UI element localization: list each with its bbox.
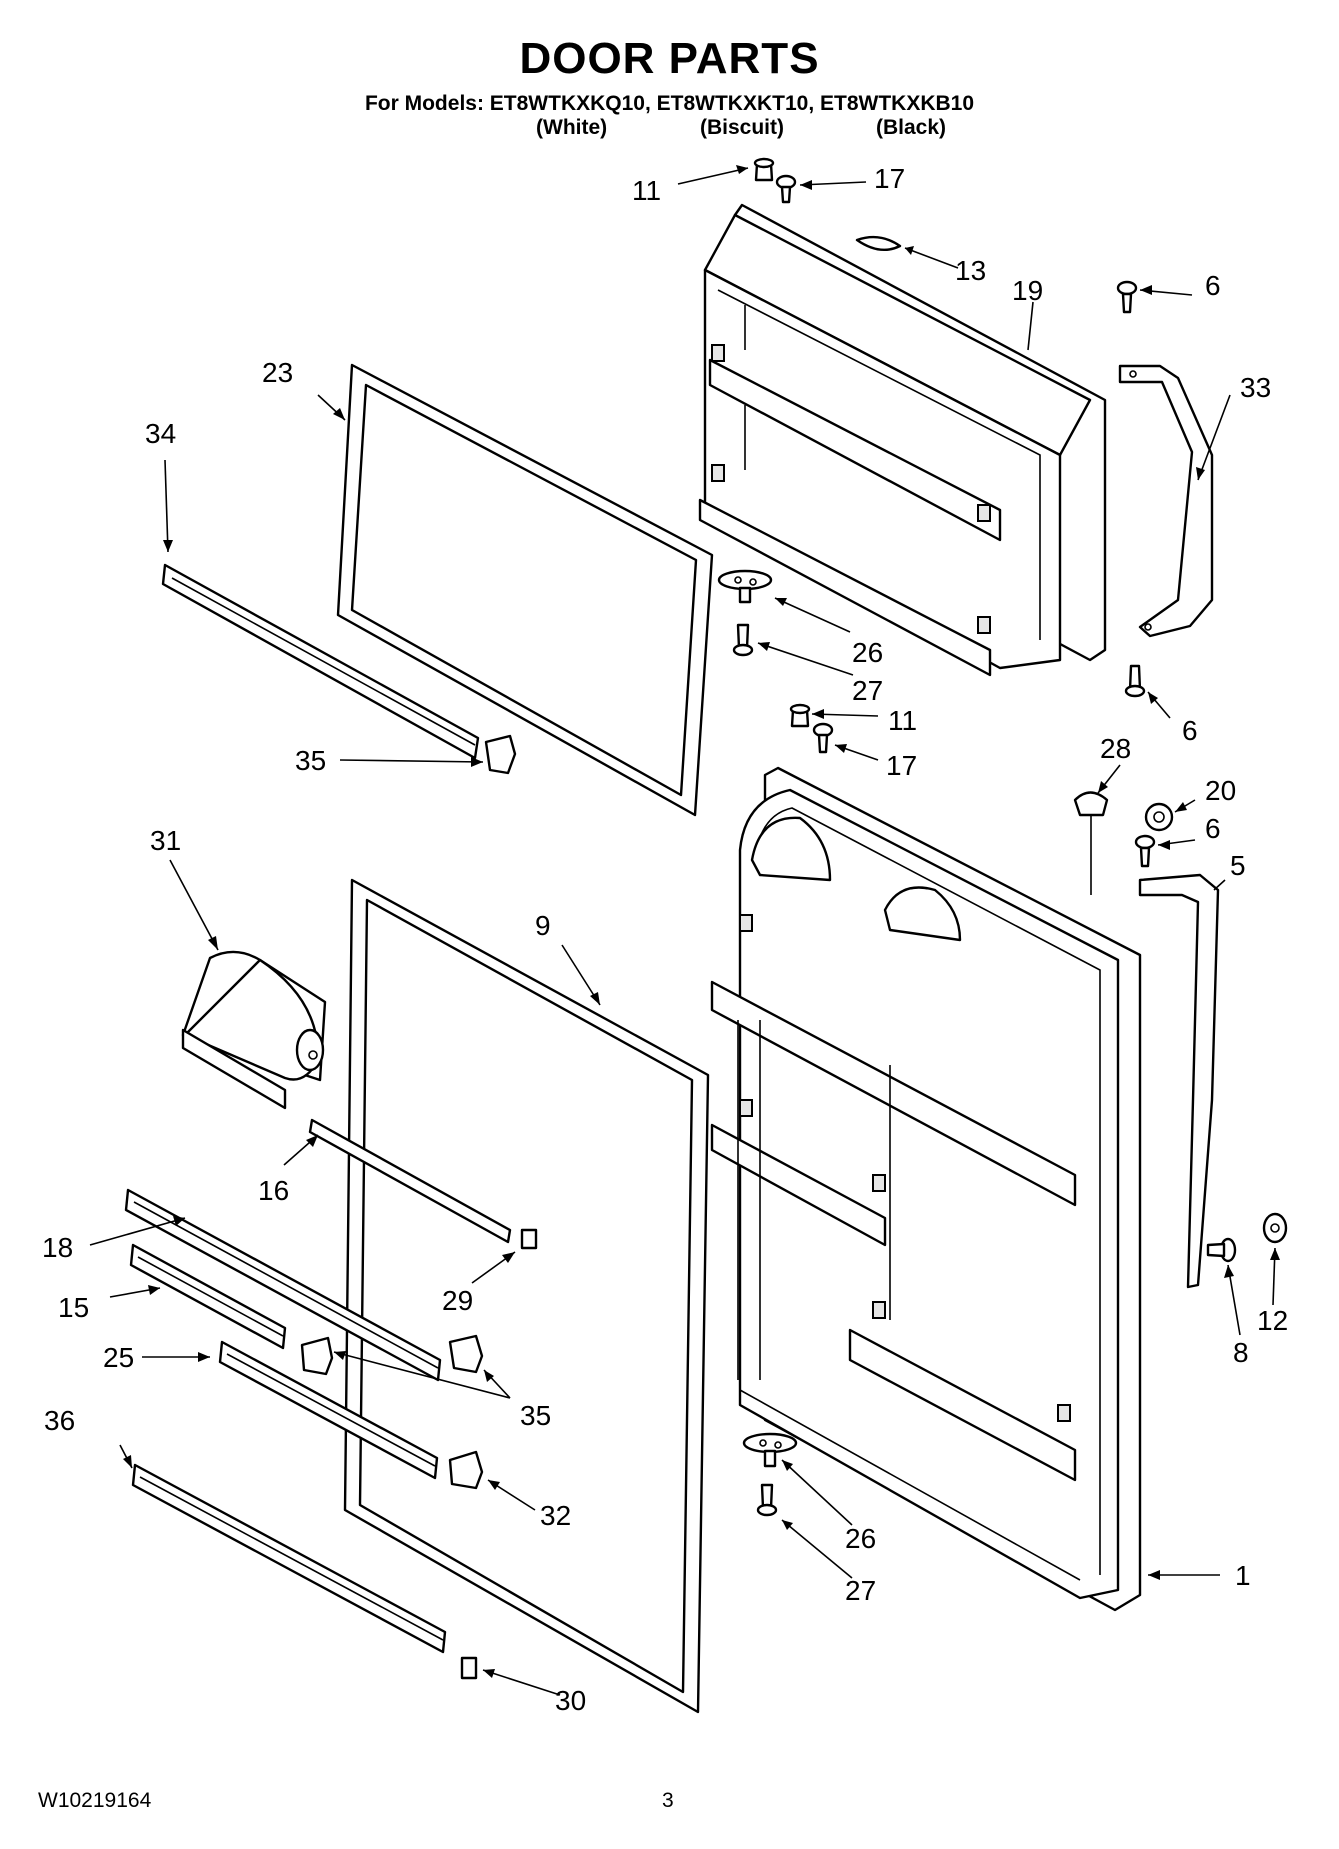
screw-8 (1206, 1237, 1237, 1263)
callout-36: 36 (44, 1405, 75, 1436)
freezer-rail-34 (161, 563, 480, 760)
retainer-32 (448, 1450, 484, 1490)
callout-20: 20 (1205, 775, 1236, 806)
variant-white: (White) (536, 116, 608, 139)
refrigerator-gasket-9 (343, 878, 710, 1714)
callout-17-middle: 17 (886, 750, 917, 781)
screw-17-middle (812, 722, 834, 754)
clip-35-right (448, 1334, 484, 1374)
models-line: For Models: ET8WTKXKQ10, ET8WTKXKT10, ET… (364, 92, 975, 115)
callout-19: 19 (1012, 275, 1043, 306)
screw-6-top (1116, 280, 1138, 314)
screw-27-top (732, 623, 754, 657)
clip-35-left (300, 1336, 334, 1376)
callout-34: 34 (145, 418, 176, 449)
rail-25 (218, 1340, 439, 1480)
callout-17-top: 17 (874, 163, 905, 194)
callout-9: 9 (535, 910, 551, 941)
callout-8: 8 (1233, 1337, 1249, 1368)
dairy-door-31 (181, 950, 327, 1110)
cap-11-top (753, 157, 775, 182)
document-number: W10219164 (38, 1789, 152, 1812)
cap-11-middle (789, 703, 811, 728)
screw-17-top (775, 174, 797, 204)
callout-30: 30 (555, 1685, 586, 1716)
callout-28: 28 (1100, 733, 1131, 764)
callout-13: 13 (955, 255, 986, 286)
refrigerator-door-1 (710, 766, 1142, 1612)
callout-numbers: 11 17 13 19 6 33 23 34 26 27 6 35 11 17 … (42, 163, 1288, 1716)
freezer-gasket-23 (336, 363, 714, 817)
callout-26-bottom: 26 (845, 1523, 876, 1554)
callout-23: 23 (262, 357, 293, 388)
callout-27-bottom: 27 (845, 1575, 876, 1606)
clip-29 (520, 1228, 538, 1250)
freezer-handle-33 (1118, 364, 1214, 638)
clip-35-top (484, 734, 517, 775)
callout-12: 12 (1257, 1305, 1288, 1336)
screw-6-lower (1124, 664, 1146, 698)
variant-biscuit: (Biscuit) (700, 116, 784, 139)
clip-30 (460, 1656, 478, 1680)
cap-20 (1144, 802, 1174, 832)
shim-13 (855, 235, 902, 252)
rail-16 (308, 1118, 512, 1244)
hinge-26-bottom (742, 1432, 798, 1468)
page-title: DOOR PARTS (519, 34, 820, 83)
callout-35-top: 35 (295, 745, 326, 776)
plug-28 (1073, 791, 1109, 895)
callout-6-middle: 6 (1205, 813, 1221, 844)
rail-36 (131, 1463, 447, 1654)
callout-31: 31 (150, 825, 181, 856)
callout-18: 18 (42, 1232, 73, 1263)
callout-1: 1 (1235, 1560, 1251, 1591)
variant-black: (Black) (876, 116, 947, 139)
cap-12 (1262, 1212, 1288, 1244)
hinge-26-top (717, 569, 773, 604)
callout-33: 33 (1240, 372, 1271, 403)
refrigerator-handle-5 (1138, 873, 1220, 1289)
callout-26-top: 26 (852, 637, 883, 668)
freezer-door-19 (698, 203, 1107, 677)
callout-6-lower: 6 (1182, 715, 1198, 746)
callout-11-top: 11 (632, 175, 661, 206)
callout-11-middle: 11 (888, 705, 917, 736)
screw-6-middle (1134, 834, 1156, 868)
callout-32: 32 (540, 1500, 571, 1531)
callout-25: 25 (103, 1342, 134, 1373)
callout-35-bottom: 35 (520, 1400, 551, 1431)
callout-15: 15 (58, 1292, 89, 1323)
callout-6-top: 6 (1205, 270, 1221, 301)
leader-lines (89, 165, 1280, 1696)
rail-15 (129, 1243, 287, 1350)
page-number: 3 (662, 1789, 674, 1812)
callout-29: 29 (442, 1285, 473, 1316)
screw-27-bottom (756, 1483, 778, 1517)
callout-27-top: 27 (852, 675, 883, 706)
callout-16: 16 (258, 1175, 289, 1206)
callout-5: 5 (1230, 850, 1246, 881)
